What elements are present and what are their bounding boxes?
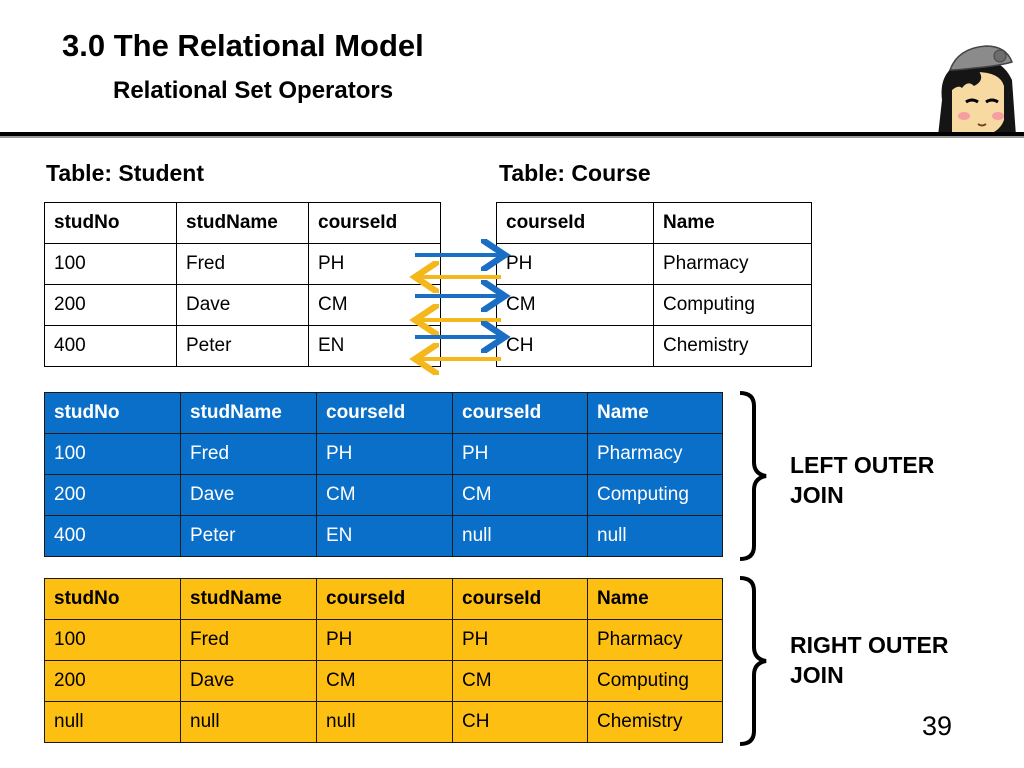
table-cell: Dave — [180, 660, 317, 702]
table-cell: CM — [316, 474, 453, 516]
table-cell: null — [44, 701, 181, 743]
course-table: courseId Name PH Pharmacy CM Computing C… — [496, 202, 812, 367]
table-cell: PH — [496, 243, 654, 285]
student-table: studNo studName courseId 100 Fred PH 200… — [44, 202, 441, 367]
column-header: courseId — [452, 578, 588, 620]
join-arrows — [405, 235, 515, 375]
table-cell: null — [316, 701, 453, 743]
student-table-label: Table: Student — [46, 160, 205, 186]
table-cell: 200 — [44, 474, 181, 516]
table-cell: CM — [452, 474, 588, 516]
table-cell: PH — [452, 433, 588, 475]
table-header-row: studNo studName courseId — [44, 202, 441, 244]
column-header: courseId — [316, 578, 453, 620]
column-header: studName — [180, 392, 317, 434]
join-label-line: JOIN — [790, 662, 844, 688]
table-row: 200 Dave CM CM Computing — [44, 474, 723, 516]
column-header: courseId — [316, 392, 453, 434]
table-cell: 400 — [44, 325, 177, 367]
table-row: 400 Peter EN — [44, 325, 441, 367]
table-row: CH Chemistry — [496, 325, 812, 367]
column-header: Name — [587, 578, 723, 620]
table-cell: Computing — [587, 660, 723, 702]
right-outer-join-label: RIGHT OUTER JOIN — [790, 630, 948, 690]
table-cell: Chemistry — [587, 701, 723, 743]
column-header: studNo — [44, 202, 177, 244]
cartoon-girl-with-cap-icon — [938, 45, 1016, 136]
header-rule — [0, 132, 1024, 136]
table-cell: 100 — [44, 619, 181, 661]
slide-title: 3.0 The Relational Model — [62, 28, 424, 63]
right-outer-join-table: studNo studName courseId courseId Name 1… — [44, 578, 723, 743]
table-header-row: courseId Name — [496, 202, 812, 244]
right-brace-icon — [739, 391, 767, 561]
header-rule-shadow — [0, 136, 1024, 138]
table-cell: PH — [452, 619, 588, 661]
join-label-line: LEFT OUTER — [790, 452, 935, 478]
table-row: PH Pharmacy — [496, 243, 812, 285]
table-cell: null — [587, 515, 723, 557]
table-cell: Fred — [180, 619, 317, 661]
table-cell: CM — [316, 660, 453, 702]
table-cell: Peter — [176, 325, 309, 367]
table-header-row: studNo studName courseId courseId Name — [44, 578, 723, 620]
join-label-line: JOIN — [790, 482, 844, 508]
table-cell: EN — [316, 515, 453, 557]
table-row: 100 Fred PH PH Pharmacy — [44, 433, 723, 475]
page-number: 39 — [922, 711, 953, 741]
table-cell: null — [452, 515, 588, 557]
table-cell: Pharmacy — [653, 243, 812, 285]
column-header: studNo — [44, 578, 181, 620]
column-header: studName — [180, 578, 317, 620]
table-cell: 200 — [44, 660, 181, 702]
column-header: Name — [587, 392, 723, 434]
table-header-row: studNo studName courseId courseId Name — [44, 392, 723, 434]
table-cell: Fred — [180, 433, 317, 475]
table-row: 100 Fred PH PH Pharmacy — [44, 619, 723, 661]
table-cell: Pharmacy — [587, 433, 723, 475]
table-row: null null null CH Chemistry — [44, 701, 723, 743]
table-cell: 100 — [44, 433, 181, 475]
table-row: 200 Dave CM — [44, 284, 441, 326]
table-cell: CH — [496, 325, 654, 367]
table-row: 400 Peter EN null null — [44, 515, 723, 557]
table-cell: PH — [316, 619, 453, 661]
table-cell: Peter — [180, 515, 317, 557]
table-cell: PH — [316, 433, 453, 475]
table-cell: Pharmacy — [587, 619, 723, 661]
table-cell: null — [180, 701, 317, 743]
table-cell: Computing — [587, 474, 723, 516]
column-header: studName — [176, 202, 309, 244]
table-cell: CM — [496, 284, 654, 326]
column-header: studNo — [44, 392, 181, 434]
table-cell: 100 — [44, 243, 177, 285]
table-cell: CH — [452, 701, 588, 743]
join-label-line: RIGHT OUTER — [790, 632, 949, 658]
table-cell: 200 — [44, 284, 177, 326]
left-outer-join-table: studNo studName courseId courseId Name 1… — [44, 392, 723, 557]
course-table-label: Table: Course — [499, 160, 651, 186]
column-header: courseId — [452, 392, 588, 434]
table-cell: Dave — [176, 284, 309, 326]
right-brace-icon — [739, 576, 767, 746]
table-cell: Computing — [653, 284, 812, 326]
table-row: 200 Dave CM CM Computing — [44, 660, 723, 702]
column-header: courseId — [308, 202, 441, 244]
column-header: courseId — [496, 202, 654, 244]
table-row: 100 Fred PH — [44, 243, 441, 285]
table-cell: CM — [452, 660, 588, 702]
table-cell: Fred — [176, 243, 309, 285]
table-row: CM Computing — [496, 284, 812, 326]
table-cell: Chemistry — [653, 325, 812, 367]
column-header: Name — [653, 202, 812, 244]
table-cell: Dave — [180, 474, 317, 516]
left-outer-join-label: LEFT OUTER JOIN — [790, 450, 934, 510]
table-cell: 400 — [44, 515, 181, 557]
slide-subtitle: Relational Set Operators — [113, 77, 394, 104]
